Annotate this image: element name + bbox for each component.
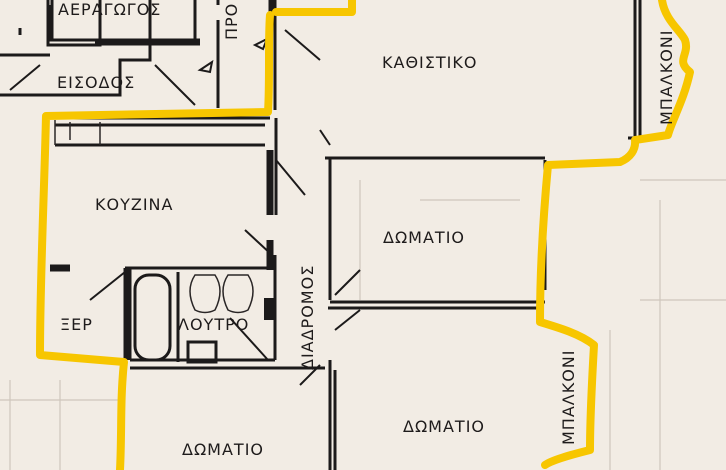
label-entrance: ΕΙΣΟΔΟΣ (57, 73, 135, 92)
faint-background-lines (0, 179, 726, 470)
label-balcony-bottom: ΜΠΑΛΚΟΝΙ (559, 350, 578, 446)
label-balcony-top: ΜΠΑΛΚΟΝΙ (657, 30, 676, 126)
label-bathroom: ΛΟΥΤΡΟ (178, 315, 249, 334)
label-storage: ΞΕΡ (60, 315, 93, 334)
label-room-middle: ΔΩΜΑΤΙΟ (383, 228, 465, 247)
label-room-bottom-left: ΔΩΜΑΤΙΟ (182, 440, 264, 459)
label-kitchen: ΚΟΥΖΙΝΑ (95, 195, 173, 214)
highlighted-apartment-outline (36, 0, 694, 470)
label-air-shaft: ΑΕΡΑΓΩΓΟΣ (58, 0, 161, 19)
room-labels: ΑΕΡΑΓΩΓΟΣ ΠΡΟ ΕΙΣΟΔΟΣ ΚΑΘΙΣΤΙΚΟ ΜΠΑΛΚΟΝΙ… (57, 0, 676, 459)
doors (9, 29, 361, 386)
label-pro: ΠΡΟ (222, 3, 241, 40)
label-corridor: ΔΙΑΔΡΟΜΟΣ (298, 265, 317, 370)
label-living-room: ΚΑΘΙΣΤΙΚΟ (382, 53, 477, 72)
label-room-bottom-right: ΔΩΜΑΤΙΟ (403, 417, 485, 436)
